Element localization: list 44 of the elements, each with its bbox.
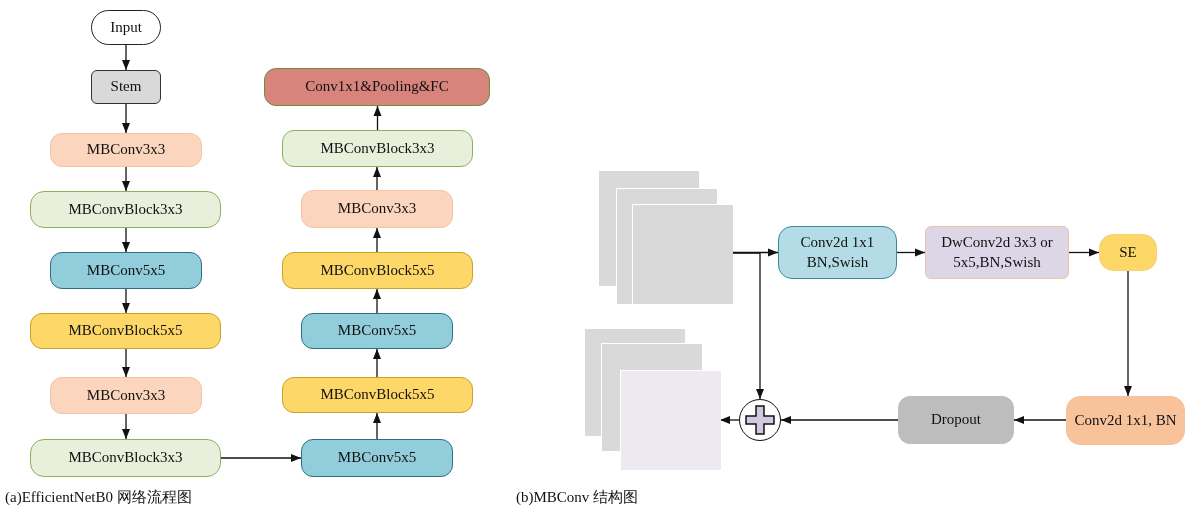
arrow	[122, 413, 130, 440]
arrow	[731, 252, 764, 400]
process-box: DwConv2d 3x3 or 5x5,BN,Swish	[925, 226, 1069, 279]
arrow	[122, 227, 130, 253]
arrow	[122, 103, 130, 134]
process-box: Stem	[91, 70, 161, 104]
arrow	[122, 166, 130, 192]
process-box: Dropout	[898, 396, 1014, 444]
process-box: MBConv3x3	[301, 190, 453, 228]
arrow	[373, 166, 381, 191]
arrow	[1013, 416, 1067, 424]
process-box: MBConv3x3	[50, 133, 202, 167]
process-box: MBConvBlock5x5	[282, 252, 473, 289]
arrow	[1124, 270, 1132, 397]
arrow	[780, 416, 899, 424]
process-box: MBConv3x3	[50, 377, 202, 414]
process-box: Input	[91, 10, 161, 45]
arrow	[1068, 248, 1100, 257]
process-box: MBConvBlock3x3	[282, 130, 473, 167]
caption: (b)MBConv 结构图	[516, 488, 639, 507]
arrow	[122, 288, 130, 314]
feature-map-drawing	[584, 328, 720, 469]
process-box: MBConvBlock3x3	[30, 439, 221, 477]
arrow	[220, 454, 302, 462]
arrow	[373, 412, 381, 440]
arrow	[373, 288, 381, 314]
arrow	[122, 44, 130, 71]
arrow	[719, 416, 740, 424]
feature-map-drawing	[598, 170, 732, 303]
process-box: Conv1x1&Pooling&FC	[264, 68, 490, 106]
process-box: MBConv5x5	[301, 439, 453, 477]
process-box: MBConvBlock5x5	[282, 377, 473, 413]
process-box: Conv2d 1x1 BN,Swish	[778, 226, 897, 279]
arrow	[896, 248, 926, 257]
arrow	[122, 348, 130, 378]
process-box: MBConv5x5	[301, 313, 453, 349]
process-box: SE	[1099, 234, 1157, 271]
arrow	[373, 105, 382, 131]
process-box: MBConvBlock3x3	[30, 191, 221, 228]
arrow	[373, 227, 381, 253]
arrow	[373, 348, 381, 378]
process-box: MBConvBlock5x5	[30, 313, 221, 349]
process-box: Conv2d 1x1, BN	[1066, 396, 1185, 445]
process-box: MBConv5x5	[50, 252, 202, 289]
